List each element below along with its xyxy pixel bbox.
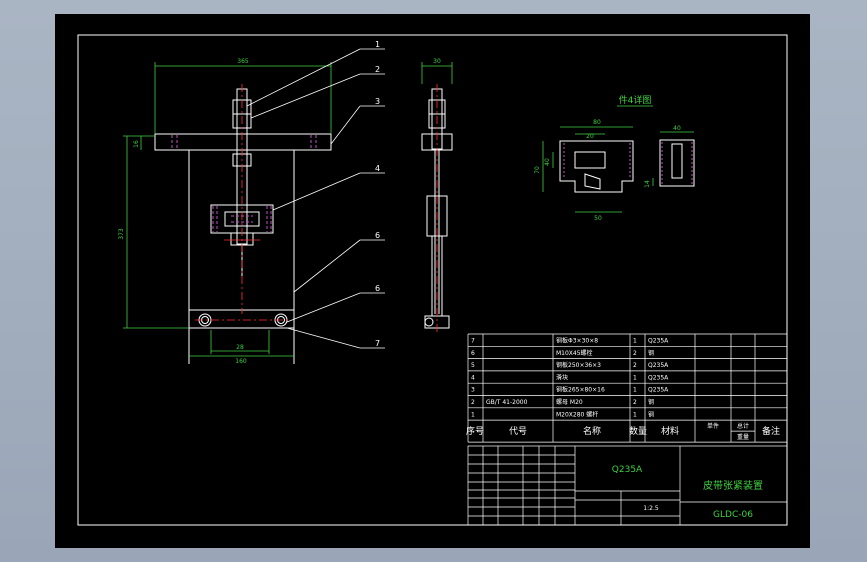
row-material: Q235A [648,387,669,394]
dim-height-left: 373 [118,228,125,240]
tb-drawing-name: 皮带张紧装置 [703,479,763,492]
drawing-border [77,34,788,526]
row-name: M10X45螺栓 [556,349,593,357]
bom-header-cell: 备注 [762,425,780,437]
detail-slider [559,139,695,193]
balloon-1: 1 [375,40,380,49]
row-code: GB/T 41-2000 [486,399,528,406]
bom-header-cell: 数量 [629,425,647,437]
detail-dim-inner: 20 [586,133,594,140]
frame-body [188,149,295,311]
row-no: 7 [471,338,475,345]
balloon-6: 6 [375,284,380,293]
dim-top-width: 365 [237,58,249,65]
row-no: 6 [471,350,475,357]
bom-header-cell: 序号 [466,425,484,437]
dim-bottom-width: 160 [235,358,247,365]
detail-dim-top: 80 [593,119,601,126]
detail-dim-left1: 70 [534,166,541,174]
bom-header-cell: 单件 [707,422,719,430]
dim-plate-thk: 16 [133,140,140,148]
row-material: Q235A [648,338,669,345]
row-material: Q235A [648,362,669,369]
leader-lines [246,48,385,349]
row-material: 钢 [648,349,654,357]
top-plate [154,133,332,151]
row-no: 4 [471,374,475,381]
bom-header-cell: 材料 [661,425,679,437]
bom-header-cell: 总计 [737,422,749,430]
bom-header-cell: 代号 [509,426,527,437]
row-qty: 1 [633,411,637,418]
row-name: 钢板Φ3×30×8 [556,337,598,345]
row-name: 螺母 M20 [556,398,583,406]
row-name: 钢板265×80×16 [556,386,605,394]
row-name: M20X280 螺杆 [556,410,598,418]
row-name: 滑块 [556,373,568,381]
detail-dim-bottom: 50 [594,215,602,222]
row-no: 1 [471,411,475,418]
row-qty: 1 [633,387,637,394]
balloon-3: 3 [375,97,380,106]
row-material: Q235A [648,374,669,381]
balloon-4: 4 [375,164,380,173]
balloon-5: 6 [375,231,380,240]
row-qty: 1 [633,338,637,345]
dim-bottom-inner: 28 [236,344,244,351]
detail-dim-left2: 40 [544,158,551,166]
front-view [154,88,332,364]
tb-drawing-no: GLDC-06 [713,510,753,520]
row-material: 钢 [648,410,654,418]
tb-scale: 1:2.5 [643,505,659,512]
row-qty: 2 [633,399,637,406]
row-name: 钢板250×36×3 [556,361,601,369]
dim-side-width: 30 [433,58,441,65]
row-qty: 2 [633,350,637,357]
centre-lines [195,84,291,321]
drawing-sheet[interactable]: 365 373 16 28 160 30 1 2 3 4 6 [55,14,810,548]
dimension-lines [123,62,453,357]
row-no: 2 [471,399,475,406]
row-qty: 1 [633,374,637,381]
drawing-canvas: 365 373 16 28 160 30 1 2 3 4 6 [77,34,788,526]
bom-header-cell: 名称 [583,425,601,437]
row-qty: 2 [633,362,637,369]
detail-hidden [563,142,693,184]
part-balloons: 1 2 3 4 6 6 7 [375,40,380,348]
row-no: 5 [471,362,475,369]
title-block-grid [467,445,788,526]
bom-header-cell: 重量 [737,433,749,441]
balloon-7: 7 [375,339,380,348]
detail-dims [542,126,694,213]
detail-dim-side-top: 40 [673,125,681,132]
tb-material: Q235A [612,465,643,475]
balloon-2: 2 [375,65,380,74]
detail-title: 件4详图 [619,94,652,106]
row-material: 钢 [648,398,654,406]
detail-dim-side: 14 [644,180,651,188]
row-no: 3 [471,387,475,394]
